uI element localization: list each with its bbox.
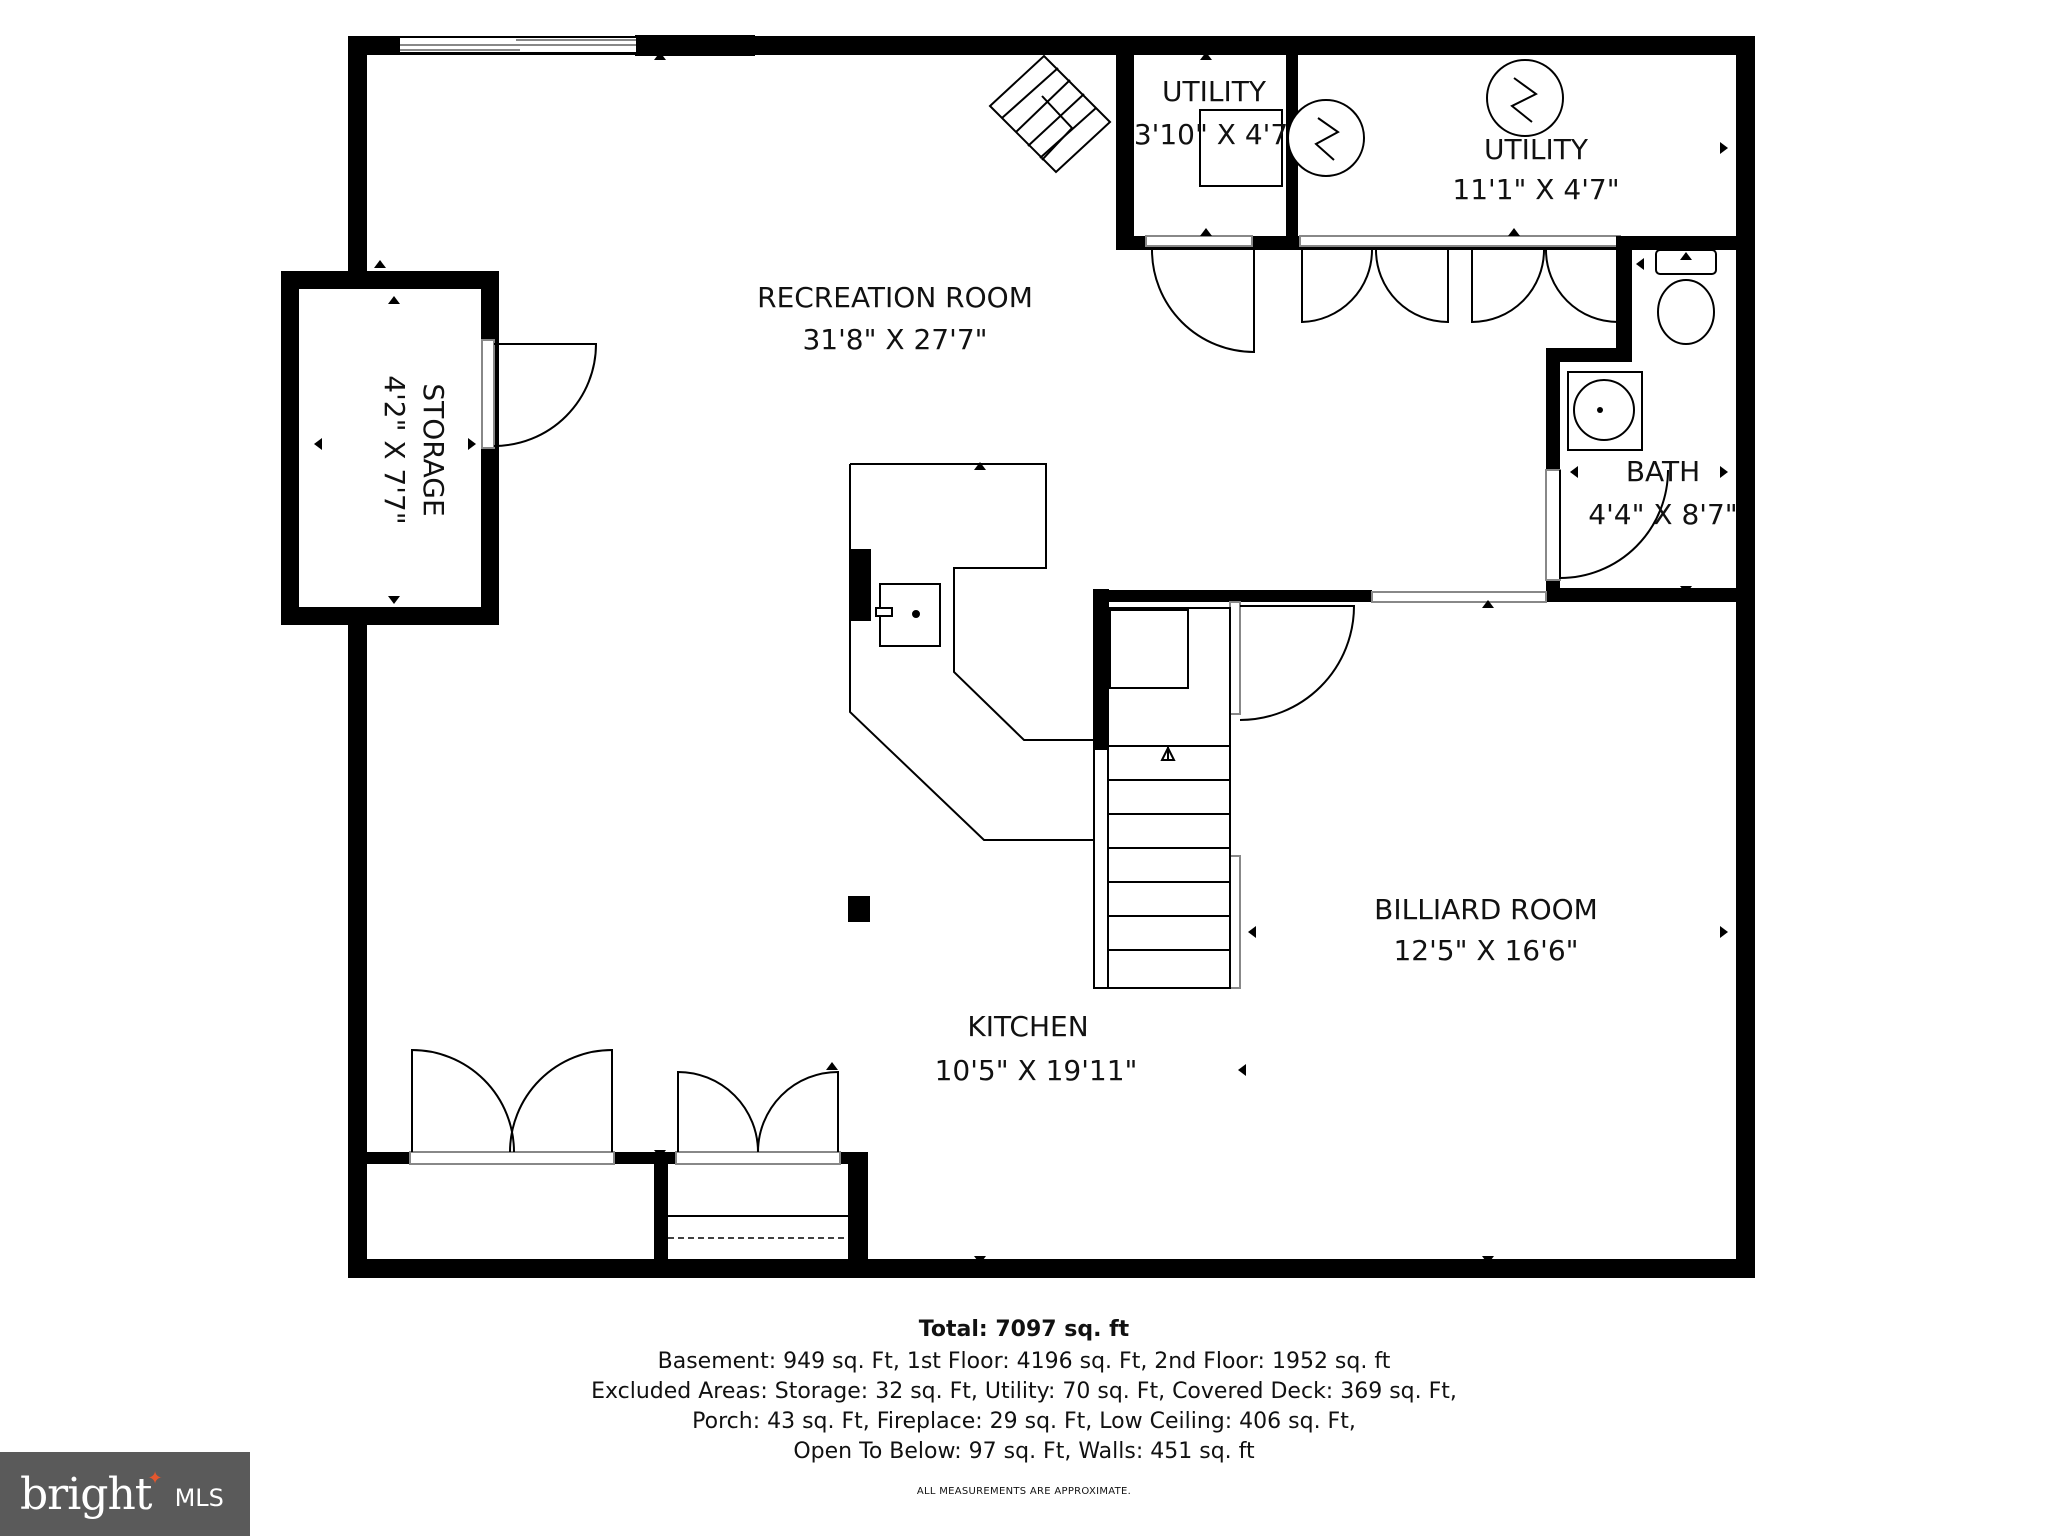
exterior-walls <box>348 35 1755 1278</box>
utility-large-dims: 11'1" X 4'7" <box>1452 173 1619 206</box>
toilet-icon <box>1655 249 1717 275</box>
area-line-2: Excluded Areas: Storage: 32 sq. Ft, Util… <box>591 1379 1457 1404</box>
furnace-icon <box>1486 59 1564 137</box>
recreation-room-dims: 31'8" X 27'7" <box>802 323 987 356</box>
storage-name: STORAGE <box>417 383 450 516</box>
utility-small-name: UTILITY <box>1162 75 1267 108</box>
bath-dims: 4'4" X 8'7" <box>1588 498 1737 531</box>
utility-rooms <box>988 46 1746 354</box>
dimension-markers <box>314 52 1728 1264</box>
billiard-room-name: BILLIARD ROOM <box>1374 893 1598 926</box>
logo-star-icon: ✦ <box>147 1467 163 1489</box>
recreation-room-name: RECREATION ROOM <box>757 281 1033 314</box>
bright-mls-logo: bright ✦ MLS <box>0 1452 250 1536</box>
area-line-3: Porch: 43 sq. Ft, Fireplace: 29 sq. Ft, … <box>692 1409 1356 1434</box>
bath-walls <box>1545 236 1746 602</box>
support-column <box>848 896 870 922</box>
billiard-room-dims: 12'5" X 16'6" <box>1393 934 1578 967</box>
total-area: Total: 7097 sq. ft <box>918 1317 1130 1342</box>
bath-name: BATH <box>1626 455 1700 488</box>
logo-brand: bright <box>20 1468 152 1520</box>
utility-large-name: UTILITY <box>1484 133 1589 166</box>
kitchen-dims: 10'5" X 19'11" <box>935 1054 1138 1087</box>
utility-small-dims: 3'10" X 4'7 <box>1134 118 1288 151</box>
kitchen-counter <box>849 463 1094 841</box>
storage-dims: 4'2" X 7'7" <box>378 375 411 524</box>
area-line-1: Basement: 949 sq. Ft, 1st Floor: 4196 sq… <box>657 1349 1391 1374</box>
stairs-symbol <box>988 54 1112 174</box>
billiard-walls <box>1093 589 1547 989</box>
logo-suffix: MLS <box>174 1484 224 1512</box>
kitchen-name: KITCHEN <box>967 1010 1088 1043</box>
staircase <box>1107 607 1231 989</box>
disclaimer: ALL MEASUREMENTS ARE APPROXIMATE. <box>916 1486 1132 1497</box>
bottom-closets <box>348 1048 868 1268</box>
storage-closet <box>281 271 598 625</box>
area-line-4: Open To Below: 97 sq. Ft, Walls: 451 sq.… <box>793 1439 1255 1464</box>
